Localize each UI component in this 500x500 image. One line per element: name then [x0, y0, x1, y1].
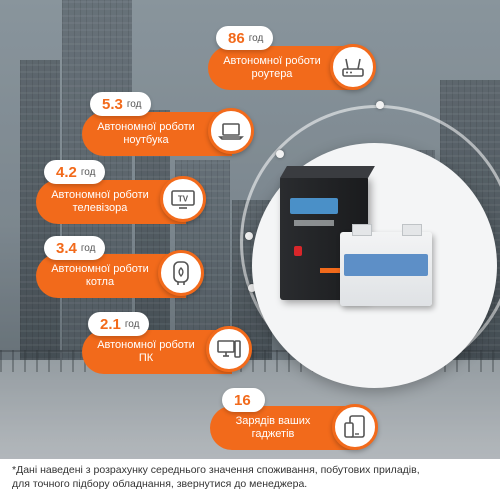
stat-unit: год — [248, 32, 264, 44]
ring-dot — [276, 150, 284, 158]
router-icon — [330, 44, 376, 90]
stat-label-line: Автономної роботи — [51, 263, 149, 275]
svg-text:TV: TV — [178, 195, 189, 204]
stat-label-line: Автономної роботи — [51, 189, 149, 201]
stat-unit: год — [124, 318, 140, 330]
stat-label-line: котла — [85, 276, 115, 288]
computer-icon — [206, 326, 252, 372]
stat-value: 86 — [228, 29, 245, 47]
laptop-icon — [208, 108, 254, 154]
stat-unit: год — [80, 166, 96, 178]
stat-label-line: Зарядів ваших — [235, 415, 311, 427]
footnote: *Дані наведені з розрахунку середнього з… — [0, 459, 500, 500]
stat-label-line: гаджетів — [251, 428, 295, 440]
footnote-line: для точного підбору обладнання, звернути… — [12, 478, 308, 490]
stat-unit: год — [80, 242, 96, 254]
battery-unit — [340, 224, 432, 306]
stat-value: 3.4 — [56, 239, 77, 257]
stat-label-line: роутера — [251, 68, 293, 80]
stat-value-badge: 4.2 год — [44, 160, 106, 184]
stat-value-badge: 2.1 год — [88, 312, 150, 336]
stat-label-line: ПК — [138, 352, 154, 364]
ring-dot — [376, 101, 384, 109]
stat-label-line: Автономної роботи — [223, 55, 321, 67]
stat-label-line: Автономної роботи — [97, 121, 195, 133]
tv-icon: TV — [160, 176, 206, 222]
ring-dot — [248, 284, 256, 292]
stat-value: 4.2 — [56, 163, 77, 181]
stat-label-line: телевізора — [72, 202, 128, 214]
stat-label-line: ноутбука — [123, 134, 169, 146]
gadgets-icon — [332, 404, 378, 450]
stat-value-badge: 86 год — [216, 26, 274, 50]
footnote-line: *Дані наведені з розрахунку середнього з… — [12, 464, 420, 476]
stat-value: 16 — [234, 391, 251, 409]
stat-label-line: Автономної роботи — [97, 339, 195, 351]
stat-value: 5.3 — [102, 95, 123, 113]
stat-unit: год — [126, 98, 142, 110]
stat-value-badge: 5.3 год — [90, 92, 152, 116]
stat-value-badge: 16 — [222, 388, 265, 412]
stat-value-badge: 3.4 год — [44, 236, 106, 260]
ring-dot — [245, 232, 253, 240]
boiler-icon — [158, 250, 204, 296]
stat-value: 2.1 — [100, 315, 121, 333]
